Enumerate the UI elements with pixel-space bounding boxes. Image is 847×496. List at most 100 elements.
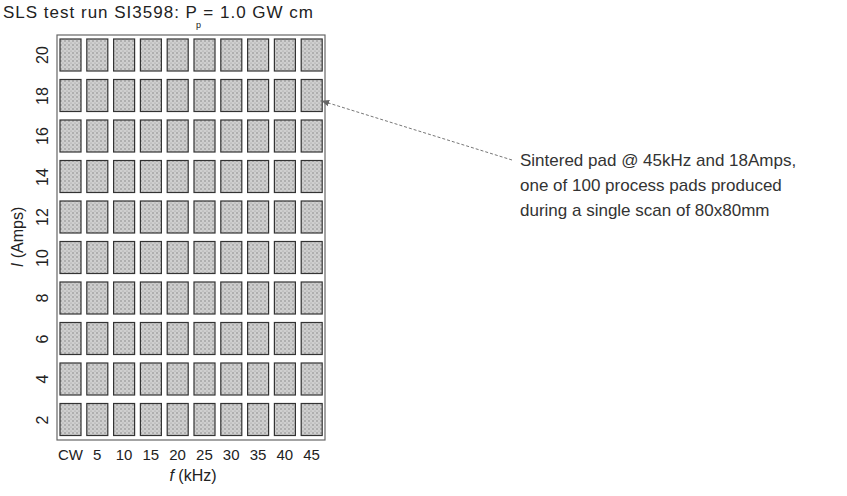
y-tick-label: 10 — [35, 249, 51, 267]
sintered-pad — [114, 363, 135, 395]
y-axis-label: I (Amps) — [10, 207, 26, 267]
x-tick-label: 30 — [223, 447, 240, 462]
sintered-pad — [301, 323, 322, 355]
sintered-pad — [87, 39, 108, 71]
sintered-pad — [114, 282, 135, 314]
sintered-pad — [221, 80, 242, 112]
sintered-pad — [87, 323, 108, 355]
x-tick-label: 45 — [303, 447, 320, 462]
sintered-pad — [194, 242, 215, 274]
sintered-pad — [194, 201, 215, 233]
sintered-pad — [248, 242, 269, 274]
sintered-pad — [167, 39, 188, 71]
sintered-pad — [248, 282, 269, 314]
sintered-pad — [301, 404, 322, 436]
sintered-pad — [87, 404, 108, 436]
y-tick-label: 18 — [35, 87, 51, 105]
sintered-pad — [140, 404, 161, 436]
sintered-pad — [140, 363, 161, 395]
sintered-pad — [274, 363, 295, 395]
sintered-pad — [60, 363, 81, 395]
x-tick-label: 15 — [142, 447, 159, 462]
sintered-pad — [60, 39, 81, 71]
sintered-pad — [140, 80, 161, 112]
sintered-pad — [140, 282, 161, 314]
sintered-pad — [194, 282, 215, 314]
sintered-pad — [87, 201, 108, 233]
sintered-pad — [194, 161, 215, 193]
x-tick-label: 10 — [116, 447, 133, 462]
y-tick-label: 2 — [35, 415, 51, 424]
sintered-pad — [60, 120, 81, 152]
sintered-pad — [301, 282, 322, 314]
sintered-pad — [194, 363, 215, 395]
sintered-pad — [221, 120, 242, 152]
sintered-pad — [60, 201, 81, 233]
sintered-pad — [114, 404, 135, 436]
sintered-pad — [60, 80, 81, 112]
sintered-pad — [301, 39, 322, 71]
sintered-pad — [248, 404, 269, 436]
sintered-pad — [114, 242, 135, 274]
sintered-pad — [248, 80, 269, 112]
sintered-pad — [114, 161, 135, 193]
callout-note: Sintered pad @ 45kHz and 18Amps, one of … — [520, 148, 805, 223]
sintered-pad — [274, 242, 295, 274]
sintered-pad — [87, 161, 108, 193]
sintered-pad — [60, 323, 81, 355]
sintered-pad — [248, 120, 269, 152]
sintered-pad — [60, 242, 81, 274]
sintered-pad — [87, 242, 108, 274]
sintered-pad — [274, 80, 295, 112]
sintered-pad — [248, 39, 269, 71]
sintered-pad — [167, 282, 188, 314]
grid-frame — [57, 35, 325, 440]
sintered-pad — [167, 242, 188, 274]
sintered-pad — [274, 161, 295, 193]
sintered-pad — [167, 201, 188, 233]
sintered-pad — [221, 404, 242, 436]
sintered-pad — [167, 161, 188, 193]
sintered-pad — [301, 120, 322, 152]
sintered-pad — [221, 323, 242, 355]
sintered-pad — [221, 201, 242, 233]
sintered-pad — [114, 323, 135, 355]
sintered-pad — [274, 201, 295, 233]
sintered-pad — [301, 161, 322, 193]
y-tick-label: 16 — [35, 127, 51, 145]
sintered-pad — [167, 404, 188, 436]
sintered-pad — [301, 363, 322, 395]
sintered-pad — [140, 161, 161, 193]
sintered-pad — [274, 39, 295, 71]
sintered-pad — [167, 120, 188, 152]
sintered-pad — [114, 80, 135, 112]
y-tick-label: 6 — [35, 334, 51, 343]
sintered-pad — [221, 161, 242, 193]
sintered-pad — [248, 363, 269, 395]
x-tick-label: 20 — [169, 447, 186, 462]
sintered-pad — [221, 39, 242, 71]
sintered-pad — [60, 404, 81, 436]
chart-title: SLS test run SI3598: P = 1.0 GW cm — [3, 4, 314, 21]
sintered-pad — [221, 363, 242, 395]
sintered-pad — [140, 242, 161, 274]
sintered-pad — [274, 120, 295, 152]
sintered-pad — [140, 120, 161, 152]
subscript: p — [196, 21, 201, 30]
sintered-pad — [167, 363, 188, 395]
sintered-pad — [248, 323, 269, 355]
sintered-pad — [301, 201, 322, 233]
sintered-pad — [248, 161, 269, 193]
sintered-pad — [114, 201, 135, 233]
sintered-pad — [221, 282, 242, 314]
x-tick-label: CW — [58, 447, 83, 462]
sintered-pad — [274, 323, 295, 355]
x-tick-label: 35 — [250, 447, 267, 462]
sintered-pad — [194, 39, 215, 71]
sintered-pad — [194, 404, 215, 436]
sintered-pad — [167, 80, 188, 112]
sintered-pad — [114, 39, 135, 71]
y-tick-label: 12 — [35, 208, 51, 226]
sintered-pad — [60, 161, 81, 193]
